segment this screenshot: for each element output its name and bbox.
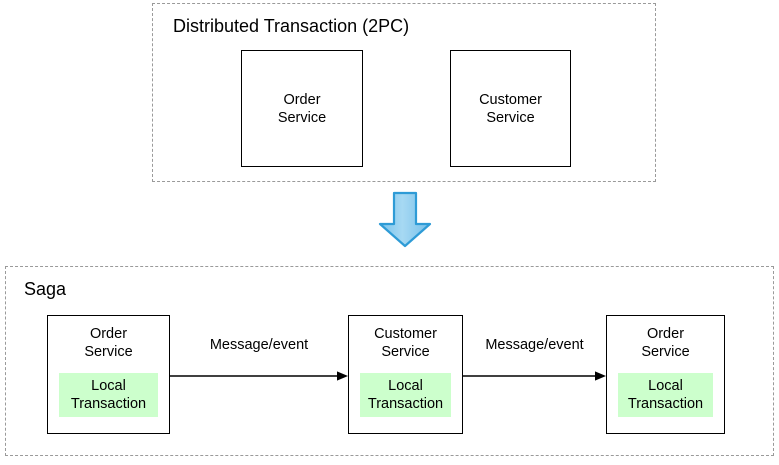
connector-2-arrow-icon xyxy=(463,366,606,386)
local-transaction-block-2-line2: Transaction xyxy=(367,396,444,412)
service-box-customer-2pc-line2: Service xyxy=(486,109,535,126)
saga-step-order-service-2-line2: Service xyxy=(641,344,690,360)
saga-step-customer-service-line2: Service xyxy=(381,344,430,360)
local-transaction-block-3-line2: Transaction xyxy=(627,396,704,412)
connector-1-label: Message/event xyxy=(209,337,309,353)
local-transaction-block-1-line1: Local xyxy=(91,378,126,394)
group-saga-title: Saga xyxy=(24,279,67,299)
local-transaction-block-1-line2: Transaction xyxy=(70,396,147,412)
saga-step-order-service-1-line1: Order xyxy=(89,326,128,342)
local-transaction-block-3-line1: Local xyxy=(648,378,683,394)
down-arrow-icon xyxy=(377,191,433,248)
service-box-customer-2pc-line1: Customer xyxy=(479,91,542,108)
service-box-order-2pc-line2: Service xyxy=(277,109,327,126)
connector-1-arrow-icon xyxy=(170,366,348,386)
group-distributed-transaction: Distributed Transaction (2PC) xyxy=(152,3,656,182)
local-transaction-block-2-line1: Local xyxy=(388,378,423,394)
service-box-order-2pc-line1: Order xyxy=(283,91,321,108)
connector-2-label: Message/event xyxy=(485,337,584,353)
saga-step-customer-service-line1: Customer xyxy=(374,326,437,342)
group-distributed-transaction-title: Distributed Transaction (2PC) xyxy=(173,16,410,36)
saga-step-order-service-2-line1: Order xyxy=(646,326,685,342)
saga-step-order-service-1-line2: Service xyxy=(84,344,133,360)
